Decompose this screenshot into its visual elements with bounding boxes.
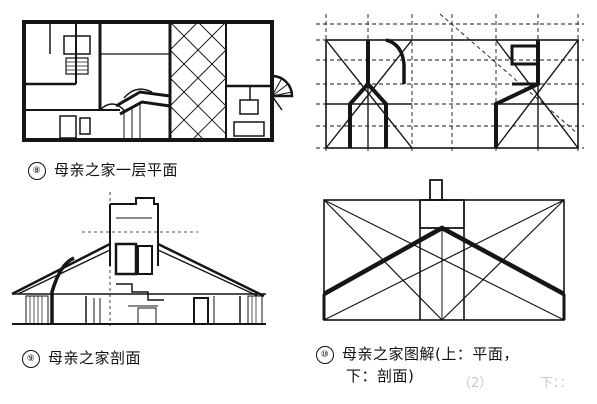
floor-plan-drawing bbox=[22, 20, 294, 142]
figure-10-caption: ⑩ 母亲之家图解(上：平面， 下：剖面) bbox=[316, 343, 519, 386]
figure-10-caption-text: 母亲之家图解(上：平面， bbox=[342, 345, 519, 363]
watermark-right: 下：： bbox=[540, 376, 573, 391]
figure-10-plan-diagram bbox=[316, 14, 586, 156]
figure-9-caption: ⑨ 母亲之家剖面 bbox=[22, 347, 141, 368]
figure-9-number: ⑨ bbox=[22, 350, 40, 368]
figure-8-number: ⑧ bbox=[28, 162, 46, 180]
figure-9-caption-text: 母亲之家剖面 bbox=[48, 349, 142, 367]
figure-10-number: ⑩ bbox=[316, 346, 334, 364]
figure-8-caption: ⑧ 母亲之家一层平面 bbox=[28, 159, 178, 180]
figure-9-section bbox=[8, 188, 278, 330]
watermark-left: （2） bbox=[458, 376, 493, 391]
plan-diagram-drawing bbox=[316, 14, 584, 154]
figure-10-caption-line2: 下：剖面) bbox=[346, 367, 415, 385]
figure-10-section-diagram bbox=[314, 176, 578, 332]
figure-8-floor-plan bbox=[20, 14, 300, 152]
section-drawing bbox=[11, 192, 266, 326]
section-diagram-drawing bbox=[322, 179, 566, 321]
figure-8-caption-text: 母亲之家一层平面 bbox=[54, 161, 179, 179]
